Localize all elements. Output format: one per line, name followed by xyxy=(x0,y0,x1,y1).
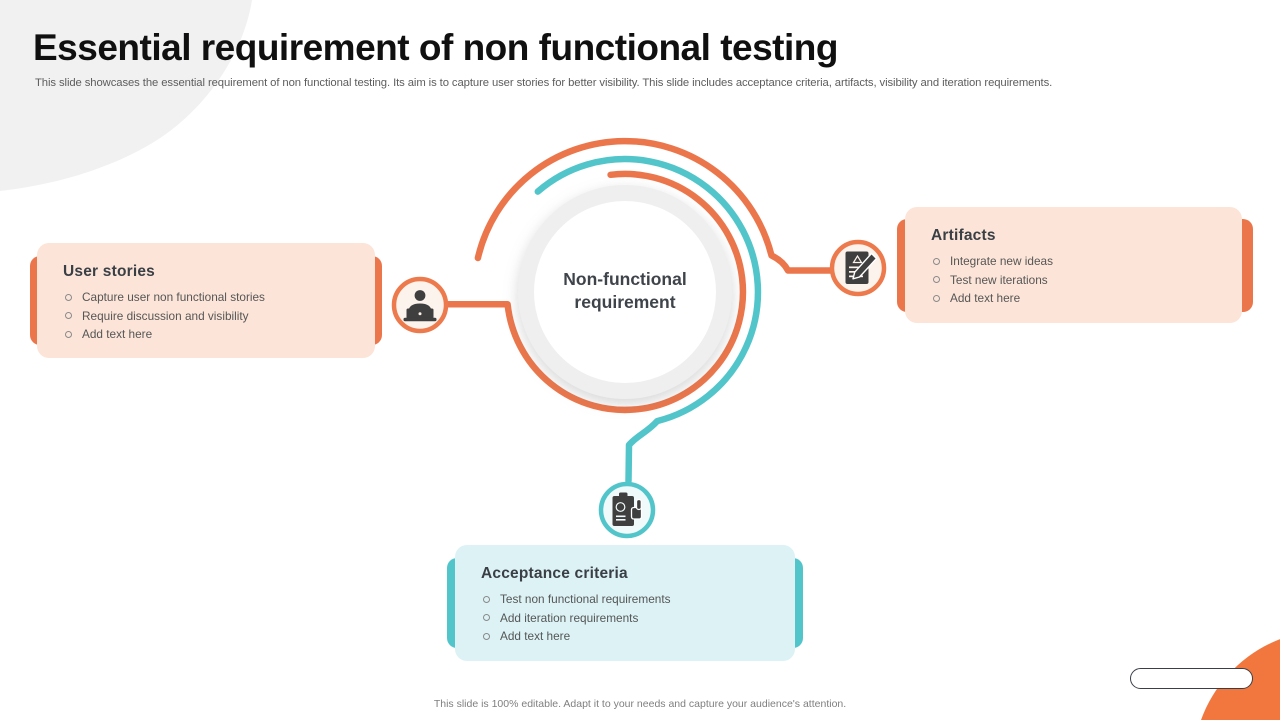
page-title[interactable]: Essential requirement of non functional … xyxy=(33,27,838,68)
artifacts-icon-badge[interactable] xyxy=(829,239,887,297)
bullet-ring-icon xyxy=(933,257,940,265)
bullet-ring-icon xyxy=(933,294,940,302)
bullet-item: Add text here xyxy=(65,327,359,341)
bullet-ring-icon xyxy=(483,632,490,640)
bullet-list: Capture user non functional stories Requ… xyxy=(63,290,359,341)
bullet-item: Test new iterations xyxy=(933,273,1226,287)
orange-outer-arc xyxy=(474,137,835,274)
card-acceptance-criteria[interactable]: Acceptance criteria Test non functional … xyxy=(447,545,803,661)
bullet-item: Test non functional requirements xyxy=(483,592,779,606)
user-stories-icon-badge[interactable] xyxy=(391,276,449,334)
card-title: Acceptance criteria xyxy=(481,565,628,582)
center-circle-label: Non-functional requirement xyxy=(563,269,687,313)
card-artifacts[interactable]: Artifacts Integrate new ideas Test new i… xyxy=(897,207,1253,323)
acceptance-criteria-icon-badge[interactable] xyxy=(598,481,656,539)
bullet-ring-icon xyxy=(483,614,490,622)
orange-inner-arc xyxy=(445,170,747,414)
bullet-item: Add text here xyxy=(933,291,1226,305)
bullet-item: Capture user non functional stories xyxy=(65,290,359,304)
center-circle[interactable] xyxy=(518,185,732,399)
card-title: Artifacts xyxy=(931,227,996,244)
bullet-ring-icon xyxy=(65,293,72,301)
bullet-item: Require discussion and visibility xyxy=(65,309,359,323)
card-body: User stories Capture user non functional… xyxy=(37,243,375,358)
card-body: Artifacts Integrate new ideas Test new i… xyxy=(905,207,1242,323)
pill-outline-button[interactable] xyxy=(1130,668,1253,689)
bullet-ring-icon xyxy=(483,595,490,603)
clipboard-thumbs-up-icon xyxy=(612,492,643,526)
bullet-list: Integrate new ideas Test new iterations … xyxy=(931,254,1226,305)
bullet-ring-icon xyxy=(65,330,72,338)
bullet-ring-icon xyxy=(65,312,72,320)
card-body: Acceptance criteria Test non functional … xyxy=(455,545,795,661)
editable-note: This slide is 100% editable. Adapt it to… xyxy=(433,698,847,710)
bullet-ring-icon xyxy=(933,276,940,284)
card-title: User stories xyxy=(63,263,156,280)
card-user-stories[interactable]: User stories Capture user non functional… xyxy=(30,243,382,358)
document-pen-icon xyxy=(845,251,878,284)
bullet-item: Add text here xyxy=(483,629,779,643)
bullet-item: Integrate new ideas xyxy=(933,254,1226,268)
page-subtitle[interactable]: This slide showcases the essential requi… xyxy=(35,77,1053,89)
bullet-list: Test non functional requirements Add ite… xyxy=(481,592,779,643)
corner-blob xyxy=(0,0,252,191)
teal-arc xyxy=(534,155,762,485)
person-at-laptop-icon xyxy=(403,290,437,322)
bullet-item: Add iteration requirements xyxy=(483,611,779,625)
